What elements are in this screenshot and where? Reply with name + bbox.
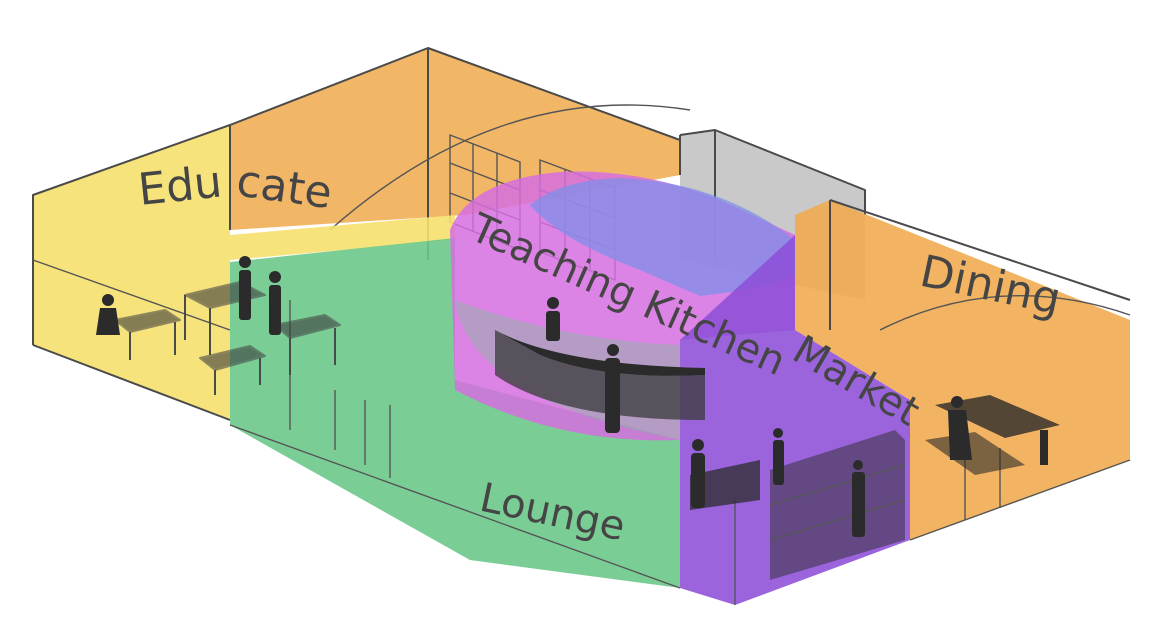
person-icon (96, 294, 120, 335)
person-icon (773, 428, 784, 485)
educate-zone (32, 124, 455, 421)
kitchen-counter (495, 330, 705, 420)
person-icon (269, 271, 281, 335)
person-icon (691, 439, 705, 508)
person-icon (239, 256, 251, 320)
person-icon (852, 460, 865, 537)
person-icon (546, 297, 560, 341)
market-shelf (690, 430, 906, 580)
person-icon (605, 344, 620, 433)
people-silhouettes (96, 256, 972, 537)
person-icon (948, 396, 972, 460)
educate-label-part1: Edu (136, 156, 224, 215)
